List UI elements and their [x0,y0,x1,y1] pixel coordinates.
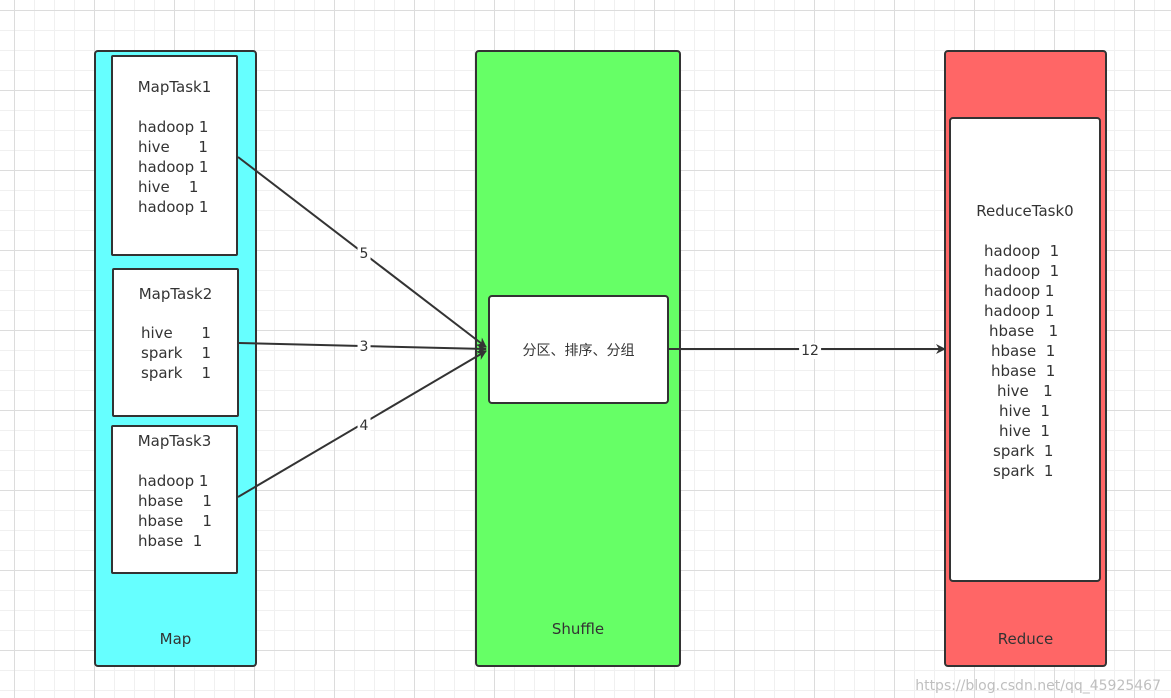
watermark: https://blog.csdn.net/qq_45925467 [915,678,1161,694]
map-task-1: MapTask1 hadoop 1 hive 1 hadoop 1 hive 1… [111,55,238,256]
reduce-task-line: hbase 1 [991,342,1056,360]
reduce-task-0-title: ReduceTask0 [976,202,1074,220]
edge-label-maptask2: 3 [357,339,371,355]
reduce-task-line: hbase 1 [991,362,1056,380]
map-task-3-title: MapTask3 [137,432,212,450]
reduce-task-0: ReduceTask0 hadoop 1 hadoop 1 hadoop 1 h… [949,117,1101,582]
map-task-2-line: hive 1 [141,324,211,342]
map-task-1-line: hadoop 1 [138,198,209,216]
map-task-3: MapTask3 hadoop 1 hbase 1 hbase 1 hbase … [111,425,238,574]
map-task-3-line: hbase 1 [138,532,203,550]
edge-label-shuffle-reduce: 12 [799,343,821,359]
map-task-1-line: hadoop 1 [138,118,209,136]
reduce-task-line: hive 1 [997,382,1053,400]
map-task-2-title: MapTask2 [138,285,213,303]
map-task-1-title: MapTask1 [137,78,212,96]
map-task-3-line: hbase 1 [138,492,212,510]
map-task-2-line: spark 1 [141,344,211,362]
map-task-1-line: hive 1 [138,178,199,196]
shuffle-process-label: 分区、排序、分组 [522,342,635,359]
shuffle-label: Shuffle [551,620,605,638]
map-task-1-line: hadoop 1 [138,158,209,176]
reduce-task-line: hadoop 1 [984,262,1060,280]
reduce-task-line: spark 1 [993,462,1054,480]
reduce-task-line: hive 1 [999,422,1050,440]
reduce-task-line: hive 1 [999,402,1050,420]
edge-label-maptask1: 5 [357,246,371,262]
reduce-task-line: hbase 1 [989,322,1059,340]
edge-label-maptask3: 4 [357,418,371,434]
map-task-3-line: hadoop 1 [138,472,209,490]
reduce-task-line: spark 1 [993,442,1054,460]
shuffle-process-box: 分区、排序、分组 [488,295,669,404]
reduce-task-line: hadoop 1 [984,302,1055,320]
reduce-label: Reduce [997,630,1054,648]
map-label: Map [159,630,192,648]
map-task-3-line: hbase 1 [138,512,212,530]
map-task-2-line: spark 1 [141,364,211,382]
reduce-task-line: hadoop 1 [984,242,1060,260]
reduce-task-line: hadoop 1 [984,282,1055,300]
map-task-2: MapTask2 hive 1 spark 1 spark 1 [112,268,239,417]
map-task-1-line: hive 1 [138,138,208,156]
